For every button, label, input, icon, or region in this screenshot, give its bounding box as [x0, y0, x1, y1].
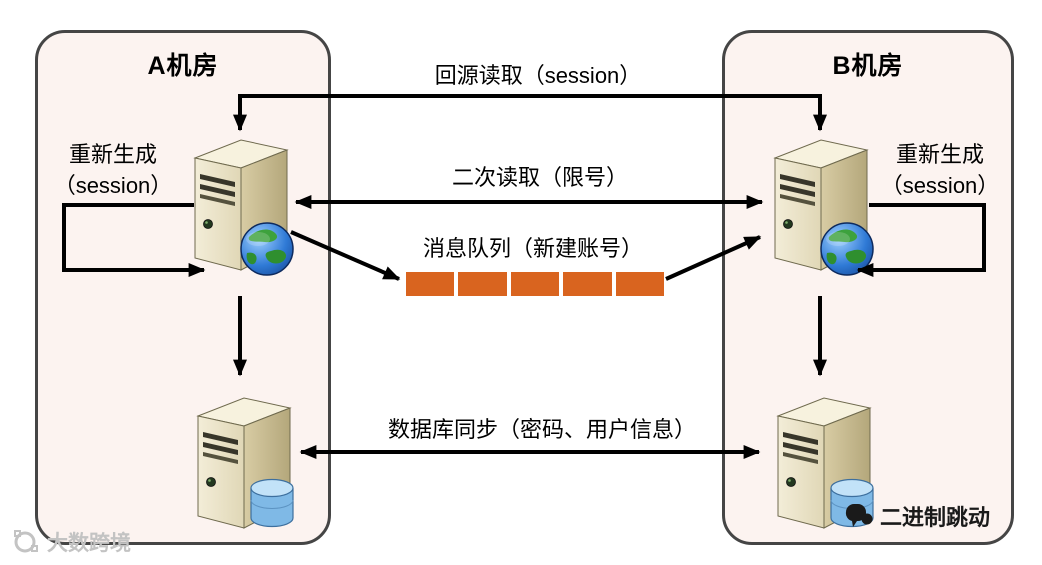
queue-segment [615, 272, 665, 296]
zone-b-title: B机房 [832, 52, 904, 80]
label-origin-read: 回源读取（session） [434, 63, 642, 88]
watermark-bottom-right: 二进制跳动 [843, 500, 990, 532]
zone-b: B机房 [722, 30, 1014, 545]
label-regen-b-line2: （session） [880, 173, 1000, 198]
watermark-bottom-left-text: 大数跨境 [47, 532, 131, 555]
label-regen-a: 重新生成 （session） [54, 139, 173, 201]
watermark-bottom-left: 大数跨境 [12, 527, 131, 557]
zone-a: A机房 [35, 30, 331, 545]
queue-segment [510, 272, 560, 296]
label-regen-a-line1: 重新生成 [68, 142, 158, 167]
watermark-bottom-right-text: 二进制跳动 [880, 505, 991, 530]
queue-segment [458, 272, 507, 296]
zone-a-title: A机房 [147, 52, 219, 80]
label-db-sync: 数据库同步（密码、用户信息） [387, 417, 697, 442]
speech-bubbles-logo-icon [845, 504, 873, 527]
label-regen-a-line2: （session） [53, 173, 173, 198]
queue-segment [406, 272, 455, 296]
gray-brand-logo-icon [14, 530, 38, 553]
message-queue [406, 272, 665, 296]
label-second-read: 二次读取（限号） [451, 165, 629, 190]
label-regen-b: 重新生成 （session） [881, 139, 1000, 201]
label-message-queue: 消息队列（新建账号） [422, 236, 644, 261]
label-regen-b-line1: 重新生成 [895, 142, 985, 167]
queue-segment [563, 272, 612, 296]
